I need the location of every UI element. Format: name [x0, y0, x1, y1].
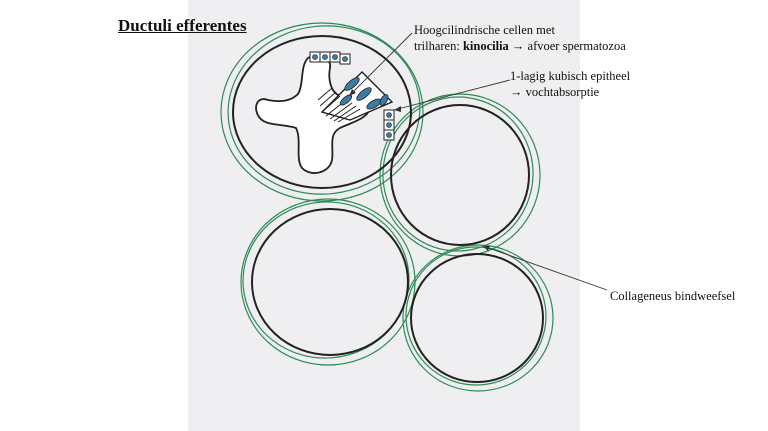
ring-right-duct-inner	[382, 96, 534, 252]
leader-connective	[482, 245, 608, 291]
ring-bottom-duct	[402, 244, 554, 392]
label-columnar-line1: Hoogcilindrische cellen met	[414, 23, 555, 37]
wall-bottom-duct	[410, 253, 544, 383]
ring-left-duct	[240, 198, 416, 366]
label-kinocilia: kinocilia	[462, 39, 509, 53]
leader-cilia	[348, 32, 413, 97]
page-title: Ductuli efferentes	[118, 16, 247, 35]
connective-tissue-rings	[220, 22, 554, 392]
label-cuboidal-line1: 1-lagig kubisch epitheel	[510, 69, 631, 83]
duct-walls	[232, 35, 544, 383]
ring-left-duct-inner	[242, 201, 410, 359]
wall-left-duct	[251, 208, 409, 356]
ring-top-duct-inner	[227, 25, 421, 195]
label-cuboidal-line2: → vochtabsorptie	[510, 85, 600, 99]
label-columnar-line2: trilharen: kinocilia → afvoer spermatozo…	[414, 38, 626, 54]
lumen	[255, 54, 371, 174]
wall-top-duct	[232, 35, 412, 189]
label-connective-tissue: Collageneus bindweefsel	[610, 289, 736, 303]
wall-right-duct	[390, 104, 530, 246]
columnar-epithelium	[317, 71, 394, 123]
ring-right-duct	[379, 93, 541, 257]
leader-lines	[348, 32, 608, 291]
drawing-canvas	[188, 0, 580, 431]
columnar-nuclei	[339, 77, 389, 110]
cuboidal-nuclei	[312, 54, 392, 138]
label-columnar-suffix: → afvoer spermatozoa	[508, 39, 626, 53]
ring-bottom-duct-inner	[405, 246, 547, 386]
leader-arrowheads	[349, 89, 490, 251]
label-cuboidal-epithelium: 1-lagig kubisch epitheel → vochtabsorpti…	[510, 68, 630, 100]
label-columnar-cells: Hoogcilindrische cellen met trilharen: k…	[414, 22, 626, 54]
label-columnar-prefix: trilharen:	[414, 39, 463, 53]
cuboidal-epithelium	[309, 51, 395, 141]
leader-cuboidal	[393, 79, 511, 111]
ring-top-duct	[220, 22, 424, 202]
